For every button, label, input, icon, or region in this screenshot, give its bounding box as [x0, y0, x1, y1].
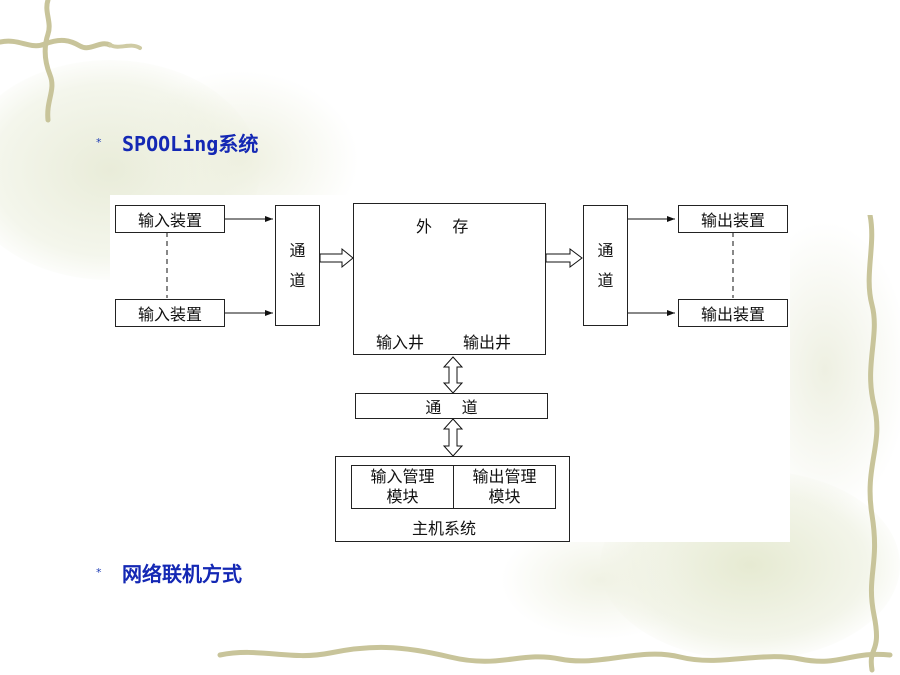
bullet-marker: *: [96, 136, 102, 149]
module-line: 输入管理: [370, 467, 435, 486]
bullet-text: SPOOLing系统: [122, 132, 259, 156]
right-channel: 通 道: [583, 205, 628, 326]
input-device-2: 输入装置: [115, 299, 225, 327]
left-channel-char: 通: [289, 240, 306, 260]
module-line: 模块: [386, 487, 419, 506]
left-channel: 通 道: [275, 205, 320, 326]
output-well-label: 输出井: [463, 333, 512, 352]
spooling-diagram: 输入装置 输入装置 通 道 外 存 输入井 输出井 通 道 输出装置 输出装置 …: [110, 195, 790, 542]
host-system-label: 主机系统: [412, 519, 477, 538]
bullet-network-online: * 网络联机方式: [96, 558, 242, 587]
bullet-marker: *: [96, 566, 102, 579]
left-channel-char: 道: [289, 270, 306, 290]
module-line: 模块: [488, 487, 521, 506]
decorative-vine-bottom-right: [217, 215, 893, 673]
input-well-label: 输入井: [376, 333, 425, 352]
output-device-1: 输出装置: [678, 205, 788, 233]
middle-channel: 通 道: [355, 393, 548, 419]
output-device-2: 输出装置: [678, 299, 788, 327]
input-management-module: 输入管理 模块: [351, 465, 454, 509]
output-management-module: 输出管理 模块: [453, 465, 556, 509]
external-storage: [353, 203, 546, 355]
module-line: 输出管理: [472, 467, 537, 486]
bullet-spooling: * SPOOLing系统: [96, 128, 258, 157]
bullet-text: 网络联机方式: [122, 562, 242, 586]
external-storage-title: 外 存: [416, 217, 469, 236]
input-device-1: 输入装置: [115, 205, 225, 233]
right-channel-char: 通: [597, 240, 614, 260]
right-channel-char: 道: [597, 270, 614, 290]
decorative-vine-top-left: [0, 0, 142, 123]
